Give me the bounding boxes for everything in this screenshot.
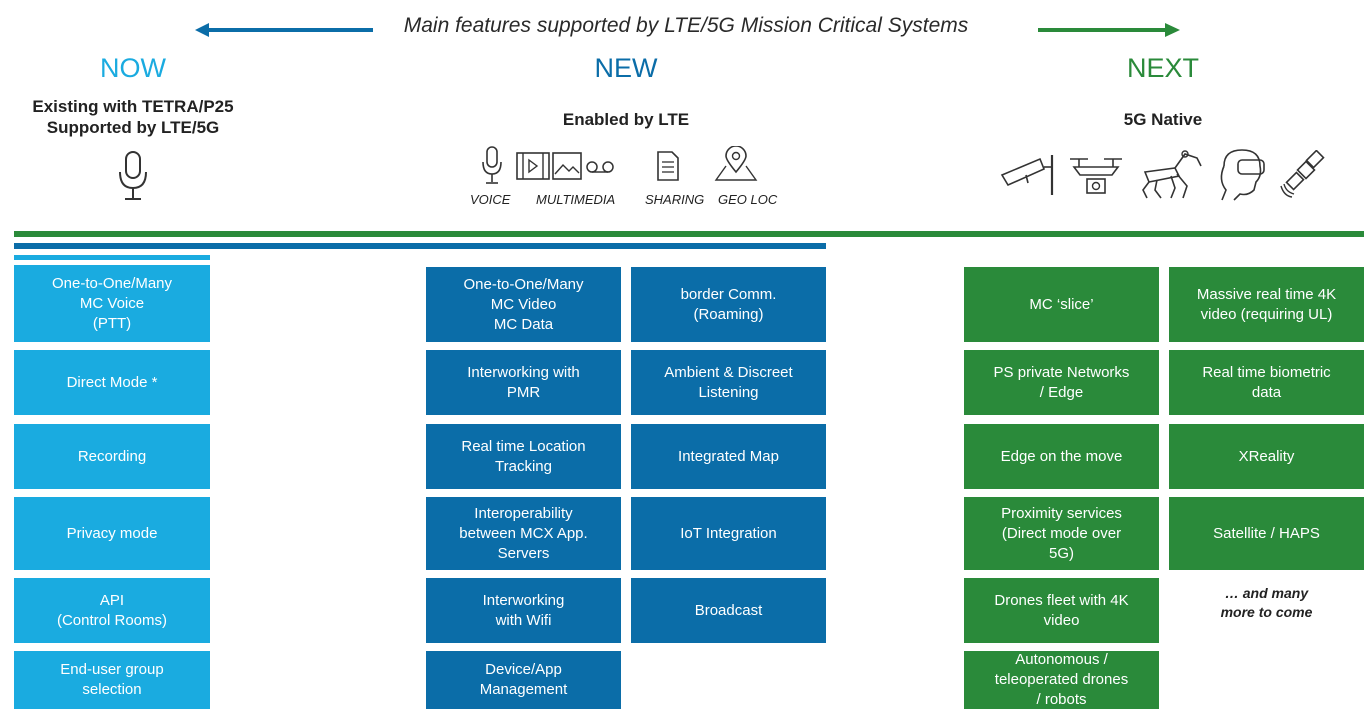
image-icon — [552, 152, 582, 180]
new-item: border Comm. (Roaming) — [631, 267, 826, 342]
document-icon — [657, 151, 679, 181]
drone-icon — [1070, 158, 1122, 194]
new-item: Interworking with Wifi — [426, 578, 621, 643]
next-item: Proximity services (Direct mode over 5G) — [964, 497, 1159, 570]
vr-headset-icon — [1220, 149, 1265, 201]
right-arrow — [1038, 23, 1180, 37]
next-subtitle: 5G Native — [1123, 110, 1203, 129]
next-item: PS private Networks / Edge — [964, 350, 1159, 415]
new-item: One-to-One/Many MC Video MC Data — [426, 267, 621, 342]
page-title: Main features supported by LTE/5G Missio… — [403, 14, 969, 37]
new-item: Broadcast — [631, 578, 826, 643]
new-item: Integrated Map — [631, 424, 826, 489]
multimedia-label: MULTIMEDIA — [536, 192, 616, 207]
next-item: Autonomous / teleoperated drones / robot… — [964, 651, 1159, 709]
voice-label: VOICE — [470, 192, 511, 207]
left-arrow — [195, 23, 373, 37]
new-subtitle: Enabled by LTE — [562, 110, 690, 129]
next-item: Massive real time 4K video (requiring UL… — [1169, 267, 1364, 342]
new-item: Interoperability between MCX App. Server… — [426, 497, 621, 570]
now-title: NOW — [100, 53, 166, 83]
new-title: NEW — [594, 53, 658, 83]
next-separator-line — [14, 231, 1364, 237]
now-subtitle: Existing with TETRA/P25 Supported by LTE… — [32, 97, 234, 137]
new-item: Ambient & Discreet Listening — [631, 350, 826, 415]
new-item: IoT Integration — [631, 497, 826, 570]
more-to-come-note: … and many more to come — [1220, 585, 1313, 620]
now-item: Direct Mode * — [14, 350, 210, 415]
next-item: Real time biometric data — [1169, 350, 1364, 415]
map-pin-icon — [714, 146, 758, 181]
now-separator-line — [14, 255, 210, 260]
next-item: MC ‘slice’ — [964, 267, 1159, 342]
voicemail-icon — [586, 161, 614, 173]
next-item: Drones fleet with 4K video — [964, 578, 1159, 643]
now-item: One-to-One/Many MC Voice (PTT) — [14, 265, 210, 342]
next-title: NEXT — [1126, 53, 1199, 83]
now-item: Recording — [14, 424, 210, 489]
robot-dog-icon — [1142, 150, 1202, 199]
video-icon — [516, 152, 550, 180]
next-item: XReality — [1169, 424, 1364, 489]
new-item: Device/App Management — [426, 651, 621, 709]
new-item: Interworking with PMR — [426, 350, 621, 415]
voice-microphone-icon — [482, 146, 502, 184]
new-separator-line — [14, 243, 826, 249]
next-item: Satellite / HAPS — [1169, 497, 1364, 570]
satellite-icon — [1280, 150, 1325, 198]
next-item: Edge on the move — [964, 424, 1159, 489]
now-item: Privacy mode — [14, 497, 210, 570]
new-item: Real time Location Tracking — [426, 424, 621, 489]
microphone-icon — [119, 151, 147, 200]
geo-loc-label: GEO LOC — [718, 192, 778, 207]
now-item: API (Control Rooms) — [14, 578, 210, 643]
sharing-label: SHARING — [645, 192, 705, 207]
cctv-camera-icon — [1000, 155, 1054, 195]
now-item: End-user group selection — [14, 651, 210, 709]
